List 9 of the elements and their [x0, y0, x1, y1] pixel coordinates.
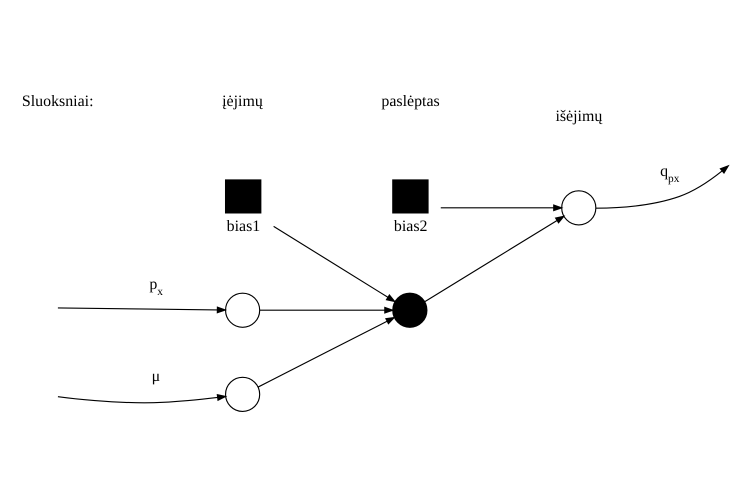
edge-label: q$_{px}$ [660, 162, 680, 185]
label: išėjimų [555, 108, 602, 125]
label: Sluoksniai: [22, 92, 94, 110]
edge-label: μ [152, 367, 160, 384]
node-label: bias1 [226, 217, 260, 234]
edge-label: p$_{x}$ [149, 275, 163, 298]
label: paslėptas [381, 92, 440, 110]
label: įėjimų [222, 92, 263, 110]
node-label: bias2 [394, 217, 428, 234]
